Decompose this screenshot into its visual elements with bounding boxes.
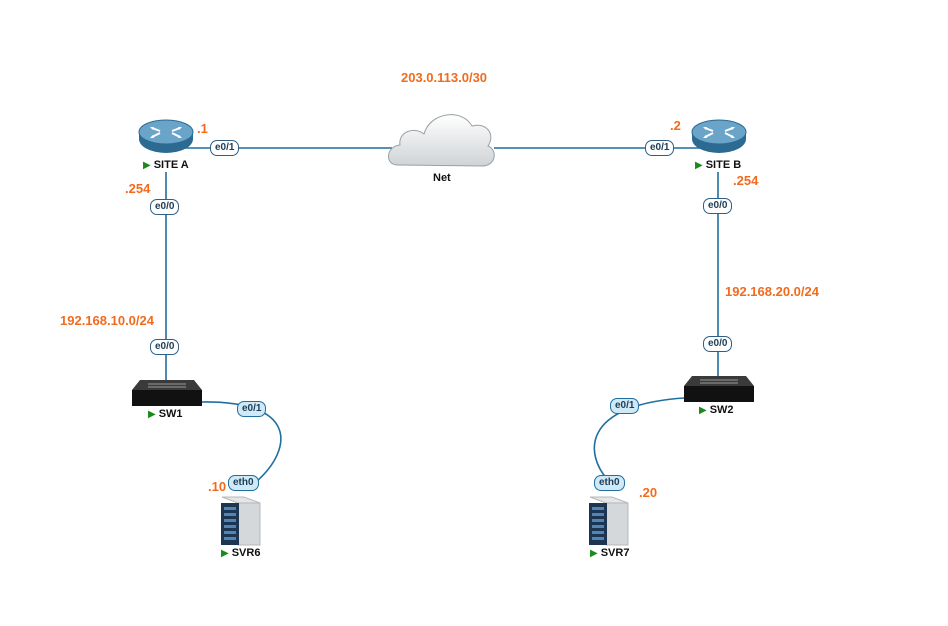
lan-a-subnet-label: 192.168.10.0/24 (60, 313, 154, 328)
site-a-name: SITE A (153, 159, 189, 171)
server-icon-svr7[interactable] (589, 496, 629, 546)
sw2-name: SW2 (709, 404, 734, 416)
site-a-lan-host: .254 (125, 181, 151, 196)
site-b-wan-host: .2 (670, 118, 681, 133)
sw1-name: SW1 (158, 408, 183, 420)
run-indicator-icon: ▶ (148, 409, 156, 420)
svr7-host: .20 (639, 485, 658, 500)
cloud-icon[interactable] (388, 114, 495, 167)
iface-svr7-nic[interactable]: eth0 (594, 475, 625, 491)
iface-site-a-wan[interactable]: e0/1 (210, 140, 240, 156)
iface-sw1-server[interactable]: e0/1 (237, 401, 267, 417)
link-sw1-svr6[interactable] (199, 401, 282, 482)
svr7-label[interactable]: ▶SVR7 (590, 547, 629, 559)
router-icon-site-b[interactable] (691, 119, 747, 153)
iface-sw2-server[interactable]: e0/1 (610, 398, 640, 414)
sw2-label[interactable]: ▶SW2 (699, 404, 734, 416)
site-b-lan-host: .254 (733, 173, 759, 188)
lan-b-subnet-label: 192.168.20.0/24 (725, 284, 819, 299)
svr6-label[interactable]: ▶SVR6 (221, 547, 260, 559)
cloud-label[interactable]: Net (433, 172, 451, 184)
run-indicator-icon: ▶ (143, 160, 151, 171)
svr6-host: .10 (208, 479, 227, 494)
server-icon-svr6[interactable] (221, 496, 261, 546)
switch-icon-sw2[interactable] (684, 376, 754, 402)
router-icon-site-a[interactable] (138, 119, 194, 153)
site-a-label[interactable]: ▶SITE A (143, 159, 189, 171)
svr6-name: SVR6 (231, 547, 261, 559)
switch-icon-sw1[interactable] (132, 380, 202, 406)
svr7-name: SVR7 (600, 547, 630, 559)
iface-sw2-uplink[interactable]: e0/0 (703, 336, 733, 352)
iface-site-b-wan[interactable]: e0/1 (645, 140, 675, 156)
iface-svr6-nic[interactable]: eth0 (228, 475, 259, 491)
run-indicator-icon: ▶ (695, 160, 703, 171)
site-b-label[interactable]: ▶SITE B (695, 159, 741, 171)
iface-site-b-lan[interactable]: e0/0 (703, 198, 733, 214)
wan-subnet-label: 203.0.113.0/30 (401, 70, 488, 85)
site-b-name: SITE B (705, 159, 742, 171)
run-indicator-icon: ▶ (590, 548, 598, 559)
link-sw2-svr7[interactable] (593, 397, 685, 481)
iface-site-a-lan[interactable]: e0/0 (150, 199, 180, 215)
iface-sw1-uplink[interactable]: e0/0 (150, 339, 180, 355)
site-a-wan-host: .1 (197, 121, 208, 136)
run-indicator-icon: ▶ (699, 405, 707, 416)
sw1-label[interactable]: ▶SW1 (148, 408, 183, 420)
run-indicator-icon: ▶ (221, 548, 229, 559)
